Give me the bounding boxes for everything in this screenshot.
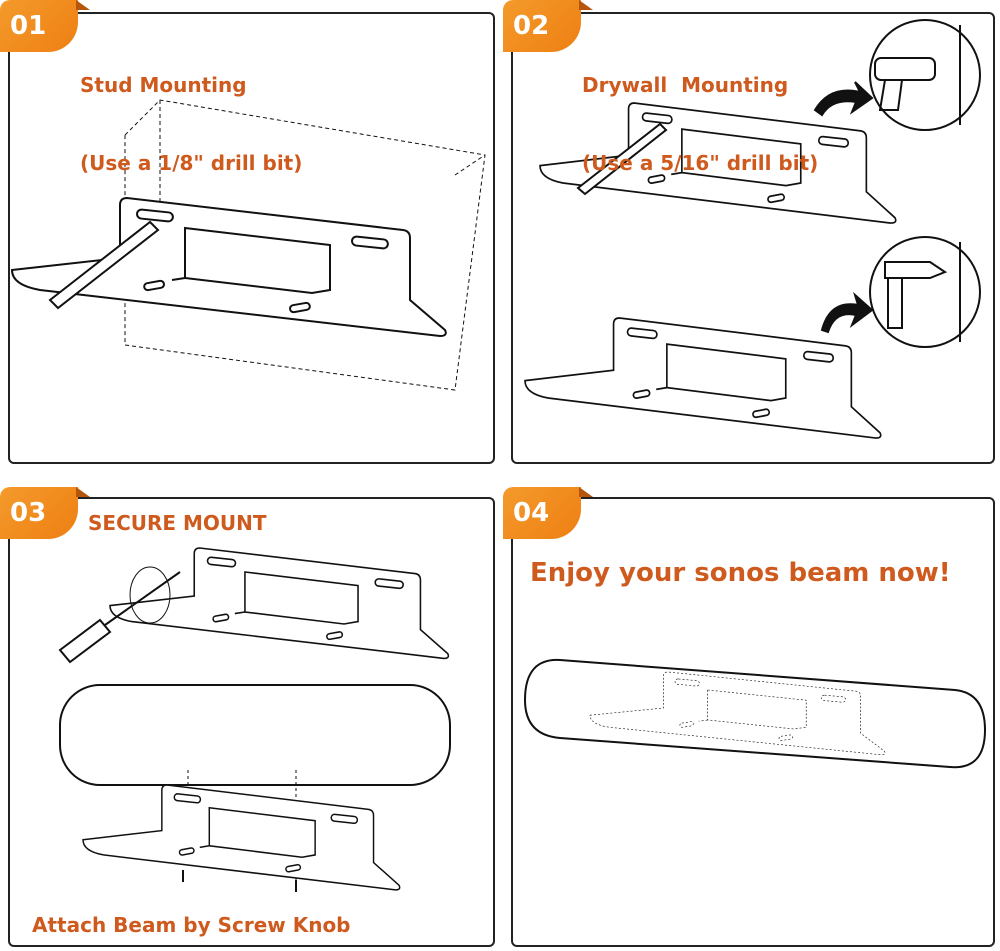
step-2-heading: Drywall Mounting (582, 73, 789, 97)
step-3-panel (8, 497, 495, 947)
step-2-title: Drywall Mounting (Use a 5/16" drill bit) (582, 20, 818, 202)
step-3-caption: Attach Beam by Screw Knob (32, 913, 351, 937)
step-4-badge: 04 (503, 487, 593, 539)
step-3-heading: SECURE MOUNT (88, 511, 267, 535)
step-1-badge: 01 (0, 0, 90, 52)
step-1-heading: Stud Mounting (80, 73, 247, 97)
step-4-heading: Enjoy your sonos beam now! (530, 558, 951, 588)
step-3-badge: 03 (0, 487, 90, 539)
step-1-title: Stud Mounting (Use a 1/8" drill bit) (80, 20, 302, 202)
step-2-subheading: (Use a 5/16" drill bit) (582, 151, 819, 175)
step-1-subheading: (Use a 1/8" drill bit) (80, 151, 303, 175)
step-2-badge: 02 (503, 0, 593, 52)
